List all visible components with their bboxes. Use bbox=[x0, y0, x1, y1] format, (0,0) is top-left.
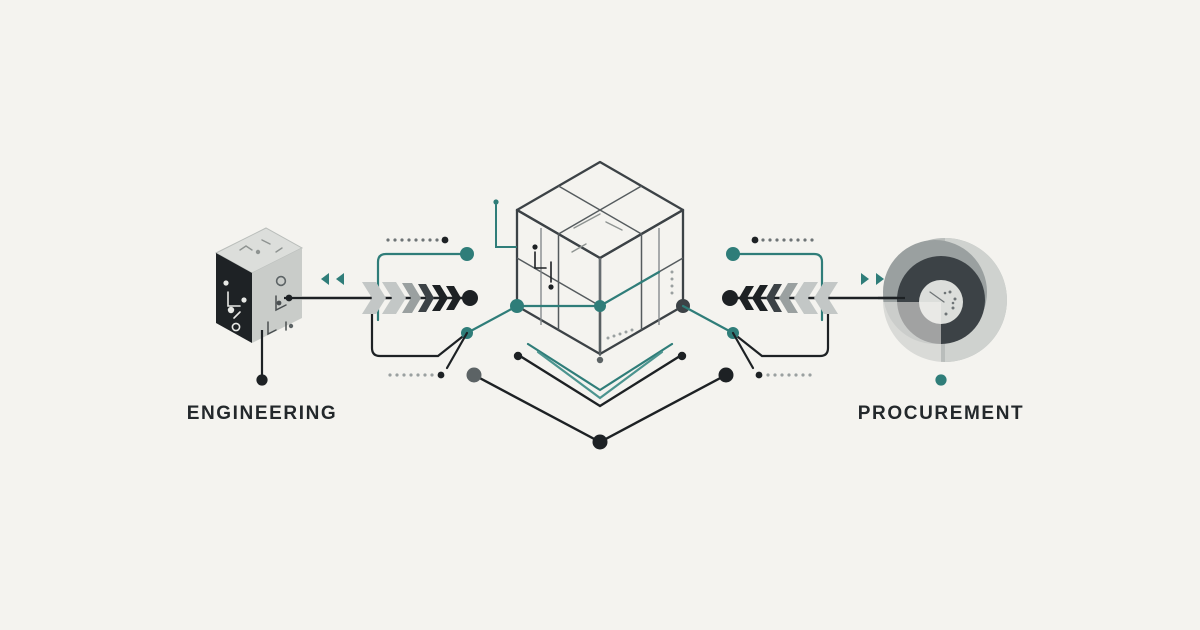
dotted-segment-right-bottom bbox=[755, 371, 812, 379]
trace-left-upper-teal bbox=[376, 247, 474, 322]
procurement-leader-line bbox=[935, 374, 947, 386]
isometric-wireframe-cube-icon bbox=[510, 160, 690, 364]
bracket-marker-icon bbox=[493, 199, 517, 248]
dotted-segment-left-bottom bbox=[388, 371, 445, 379]
triangle-markers-left bbox=[321, 273, 344, 285]
triangle-markers-right bbox=[861, 273, 884, 285]
chevron-arrow-right bbox=[362, 282, 461, 314]
chevron-arrow-left bbox=[739, 282, 838, 314]
device-output-node bbox=[285, 294, 293, 302]
label-procurement: PROCUREMENT bbox=[858, 403, 1024, 424]
cube-node-center bbox=[594, 300, 606, 312]
dotted-segment-right-top bbox=[751, 236, 814, 244]
server-box-icon bbox=[214, 227, 304, 343]
label-engineering: ENGINEERING bbox=[187, 403, 338, 424]
concentric-target-icon bbox=[880, 238, 1007, 372]
trace-right-upper-teal bbox=[726, 247, 824, 322]
dotted-segment-left-top bbox=[386, 236, 449, 244]
engineering-leader-line bbox=[256, 330, 268, 386]
cube-diagonal-links bbox=[445, 304, 755, 370]
nested-chevron-stack bbox=[513, 342, 687, 408]
lower-wide-connector bbox=[466, 367, 734, 450]
